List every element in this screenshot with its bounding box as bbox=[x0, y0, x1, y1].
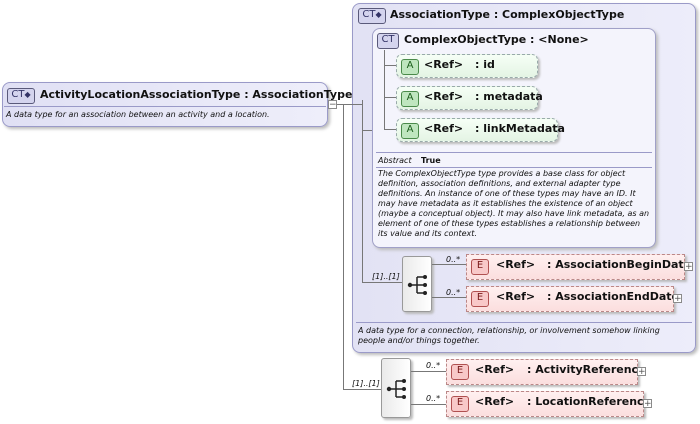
attribute-ref: <Ref> bbox=[424, 90, 464, 103]
element-name: : LocationReference bbox=[527, 395, 652, 408]
abstract-value: True bbox=[421, 156, 441, 165]
element-icon: E bbox=[451, 396, 469, 412]
element-ref: <Ref> bbox=[496, 258, 536, 271]
attr-connector bbox=[384, 50, 385, 130]
expand-button[interactable]: + bbox=[643, 399, 652, 409]
attribute-linkmetadata[interactable] bbox=[396, 118, 558, 142]
root-connector bbox=[343, 389, 381, 390]
element-multiplicity: 0..* bbox=[446, 255, 461, 264]
expand-button[interactable]: + bbox=[684, 262, 693, 272]
divider bbox=[376, 152, 652, 153]
elem-connector bbox=[411, 371, 446, 372]
element-ref: <Ref> bbox=[475, 395, 515, 408]
seq-connector bbox=[362, 282, 402, 283]
ct-icon: CT bbox=[377, 33, 399, 49]
attribute-icon: A bbox=[401, 91, 419, 107]
divider bbox=[4, 106, 326, 107]
element-location-reference[interactable] bbox=[446, 391, 644, 417]
root-connector bbox=[337, 104, 362, 105]
element-icon: E bbox=[471, 291, 489, 307]
sequence-multiplicity: [1]..[1] bbox=[352, 379, 380, 388]
element-multiplicity: 0..* bbox=[426, 361, 441, 370]
attr-connector bbox=[384, 97, 396, 98]
attribute-icon: A bbox=[401, 59, 419, 75]
element-ref: <Ref> bbox=[496, 290, 536, 303]
element-name: : ActivityReference bbox=[527, 363, 646, 376]
attribute-metadata[interactable] bbox=[396, 86, 538, 110]
element-icon: E bbox=[451, 364, 469, 380]
sequence-compositor[interactable] bbox=[402, 256, 432, 312]
ct-icon: CT◆ bbox=[7, 88, 35, 104]
sequence-icon bbox=[386, 379, 406, 399]
abstract-label: Abstract bbox=[378, 156, 412, 165]
elem-connector bbox=[432, 297, 466, 298]
complex-object-type-title: ComplexObjectType : <None> bbox=[404, 33, 589, 46]
element-multiplicity: 0..* bbox=[426, 394, 441, 403]
element-association-begin-date[interactable] bbox=[466, 254, 685, 280]
sequence-multiplicity: [1]..[1] bbox=[372, 272, 400, 281]
complex-object-type-description: The ComplexObjectType type provides a ba… bbox=[378, 169, 650, 238]
attribute-name: : metadata bbox=[475, 90, 543, 103]
association-type-title: AssociationType : ComplexObjectType bbox=[390, 8, 625, 21]
attribute-icon: A bbox=[401, 123, 419, 139]
attribute-name: : id bbox=[475, 58, 495, 71]
root-type-description: A data type for an association between a… bbox=[6, 110, 270, 119]
seq-connector bbox=[362, 100, 363, 283]
element-multiplicity: 0..* bbox=[446, 288, 461, 297]
element-name: : AssociationEndDate bbox=[547, 290, 680, 303]
sequence-compositor[interactable] bbox=[381, 358, 411, 418]
element-icon: E bbox=[471, 259, 489, 275]
attribute-ref: <Ref> bbox=[424, 122, 464, 135]
collapse-button[interactable]: − bbox=[328, 100, 337, 110]
elem-connector bbox=[432, 264, 466, 265]
elem-connector bbox=[411, 404, 446, 405]
attr-connector bbox=[384, 129, 396, 130]
association-type-description: A data type for a connection, relationsh… bbox=[358, 326, 660, 345]
root-connector bbox=[343, 104, 344, 390]
divider bbox=[356, 322, 692, 323]
expand-button[interactable]: + bbox=[673, 294, 682, 304]
element-association-end-date[interactable] bbox=[466, 286, 674, 312]
sequence-icon bbox=[407, 275, 427, 295]
root-type-title: ActivityLocationAssociationType : Associ… bbox=[40, 88, 353, 101]
ct-icon: CT◆ bbox=[358, 8, 386, 24]
expand-button[interactable]: + bbox=[637, 367, 646, 377]
attr-connector bbox=[384, 65, 396, 66]
element-activity-reference[interactable] bbox=[446, 359, 638, 385]
divider bbox=[376, 167, 652, 168]
element-ref: <Ref> bbox=[475, 363, 515, 376]
attribute-id[interactable] bbox=[396, 54, 538, 78]
root-type-box[interactable] bbox=[2, 82, 328, 127]
seq-connector bbox=[362, 130, 372, 131]
attribute-name: : linkMetadata bbox=[475, 122, 565, 135]
element-name: : AssociationBeginDate bbox=[547, 258, 692, 271]
attribute-ref: <Ref> bbox=[424, 58, 464, 71]
